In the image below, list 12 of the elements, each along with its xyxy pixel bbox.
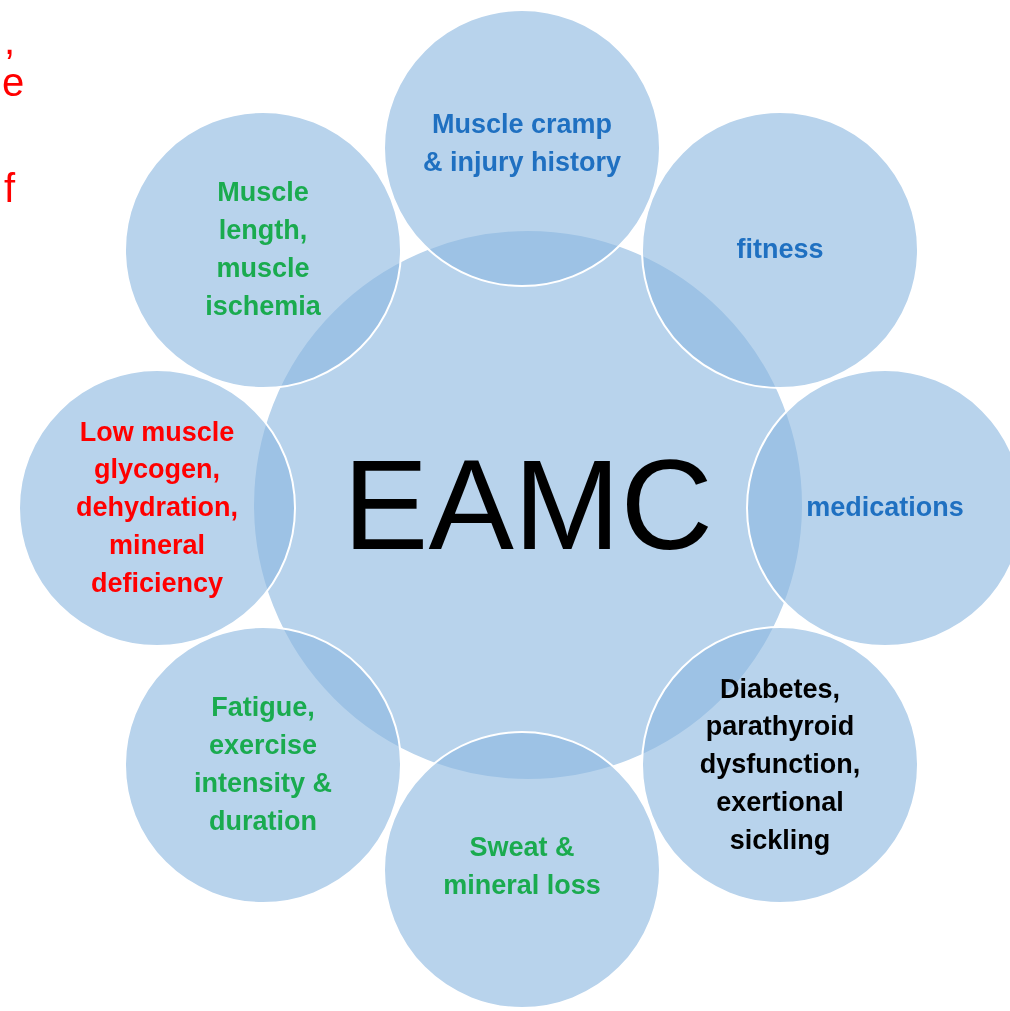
cut-off-text: f [4, 168, 16, 208]
factor-label: Low muscle glycogen, dehydration, mineral deficiency [75, 415, 239, 600]
factor-label: Diabetes, parathyroid dysfunction, exertional sickling [698, 672, 862, 857]
factor-label: Muscle length, muscle ischemia [204, 176, 322, 323]
factor-label: medications [805, 491, 965, 525]
factor-label: Fatigue, exercise intensity & duration [193, 691, 333, 838]
cut-off-text: , [4, 20, 16, 60]
factor-label: fitness [735, 233, 825, 267]
factor-label: Muscle cramp & injury history [422, 108, 622, 179]
center-title: EAMC [342, 441, 714, 569]
factor-label: Sweat & mineral loss [442, 831, 602, 902]
cut-off-text: e [2, 62, 25, 102]
